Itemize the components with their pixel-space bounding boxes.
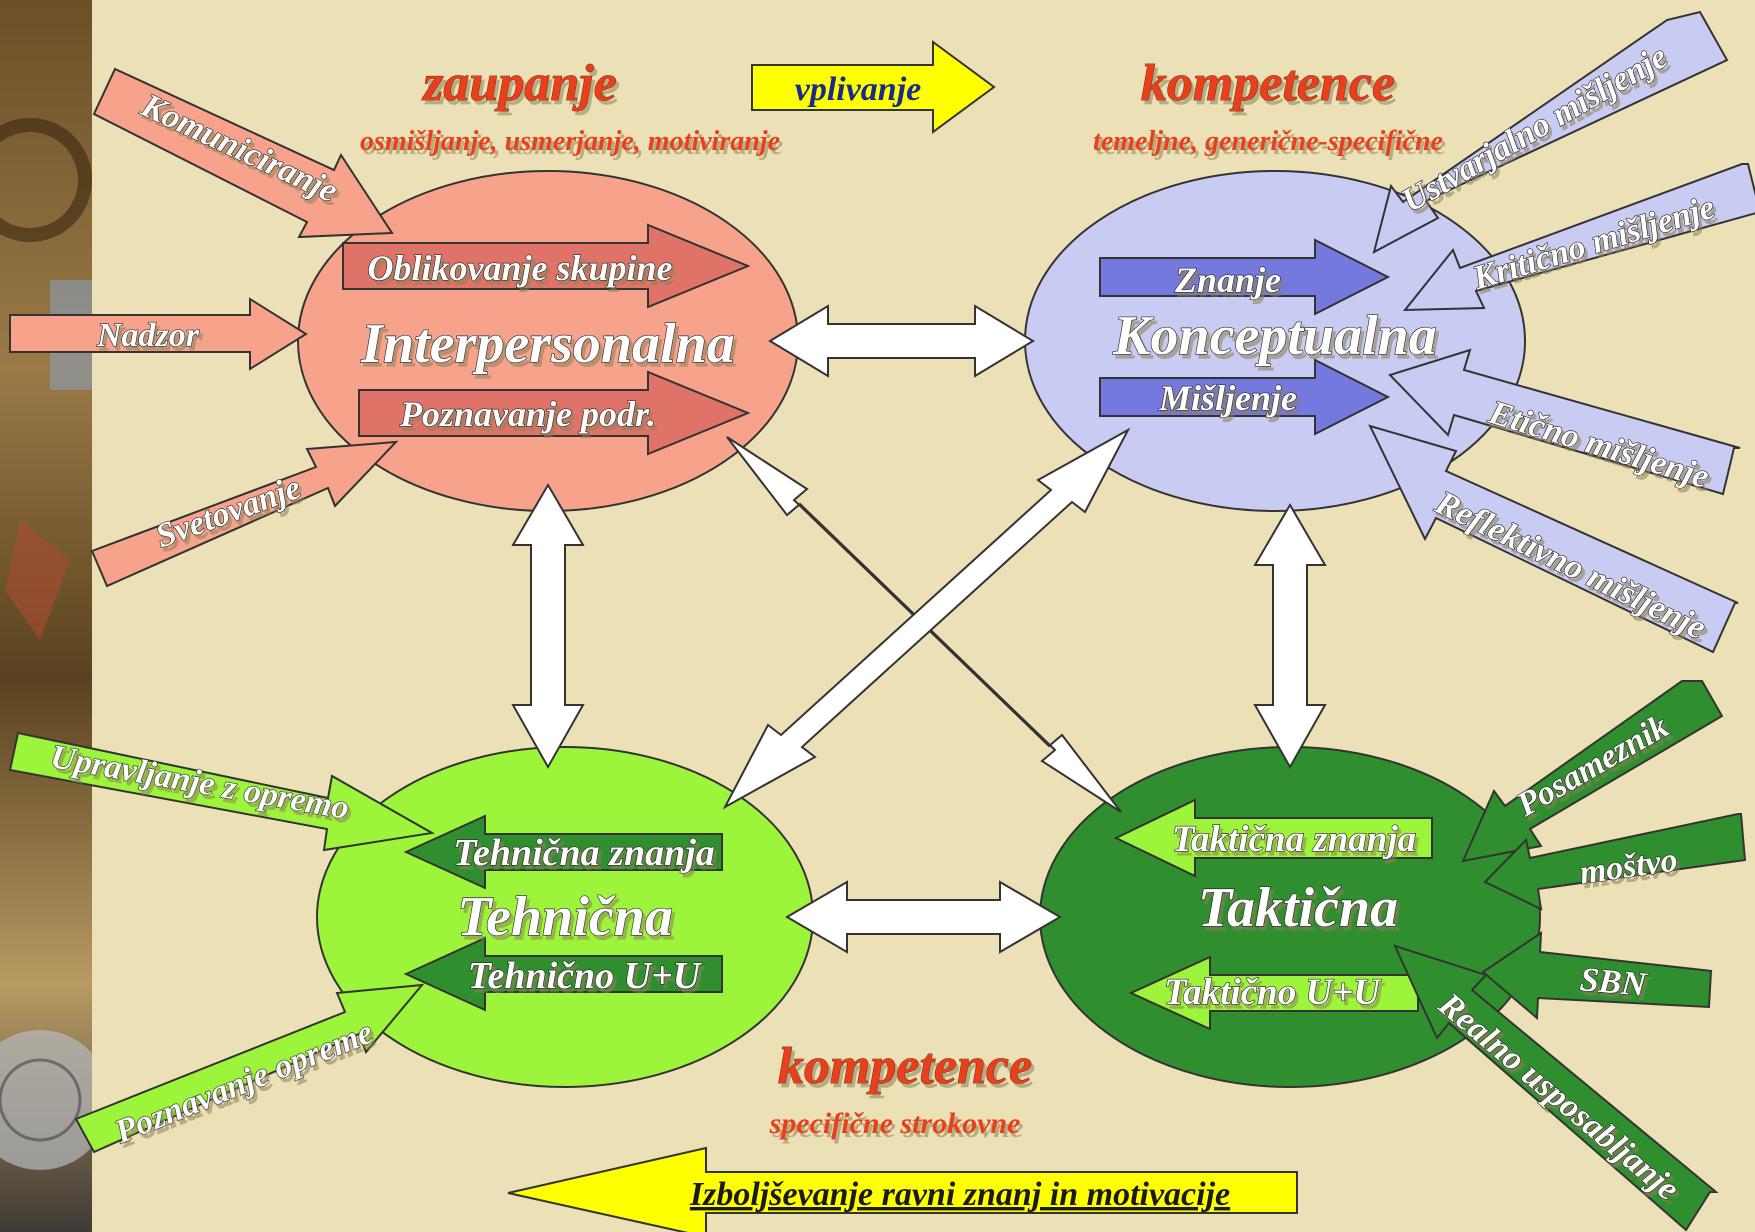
input-label-sbn: SBN xyxy=(1578,961,1649,1004)
tactical-inner-arrow-top xyxy=(1113,798,1433,878)
input-arrow-ustvarjalno xyxy=(1372,10,1729,254)
input-arrow-mostvo xyxy=(1483,813,1747,911)
double-arrow-interpersonal-conceptual xyxy=(768,304,1035,378)
technical-inner-arrow-bottom xyxy=(403,936,723,1012)
input-arrow-upravljanje xyxy=(8,731,435,852)
interpersonal-inner-arrow-top xyxy=(342,223,751,309)
header-left-title: zaupanje xyxy=(421,55,617,112)
input-label-reflektivno: Reflektivno mišljenje xyxy=(1429,484,1712,647)
input-label-poznavanje-opreme: Poznavanje opreme xyxy=(109,1014,379,1152)
input-label-svetovanje: Svetovanje xyxy=(151,469,306,555)
input-arrow-nadzor xyxy=(9,297,308,371)
input-arrow-realno-usposabljanje xyxy=(1393,944,1719,1232)
double-arrow-conceptual-tactical xyxy=(1253,503,1327,770)
input-arrow-kriticno xyxy=(1402,163,1755,312)
conceptual-inner-top-label: Znanje xyxy=(1174,260,1281,300)
decorative-photo-strip xyxy=(0,0,92,1232)
conceptual-title: Konceptualna xyxy=(1112,305,1437,367)
input-label-nadzor: Nadzor xyxy=(96,317,200,354)
input-arrow-eticno xyxy=(1388,348,1741,496)
improvement-arrow-label: Izboljševanje ravni znanj in motivacije xyxy=(689,1176,1230,1213)
conceptual-inner-arrow-top xyxy=(1099,238,1391,316)
technical-title: Tehnična xyxy=(457,886,673,948)
interpersonal-inner-bottom-label: Poznavanje podr. xyxy=(399,394,656,434)
footer-title: kompetence xyxy=(778,1038,1032,1095)
input-arrow-svetovanje xyxy=(90,440,399,588)
input-arrow-reflektivno xyxy=(1368,424,1739,654)
interpersonal-inner-arrow-bottom xyxy=(358,370,751,456)
technical-inner-bottom-label: Tehnično U+U xyxy=(468,955,703,997)
tactical-title: Taktična xyxy=(1198,877,1398,939)
header-left-subtitle: osmišljanje, usmerjanje, motiviranje xyxy=(360,126,780,157)
double-arrow-interpersonal-technical xyxy=(511,483,585,770)
influence-arrow-label: vplivanje xyxy=(795,71,922,108)
conceptual-inner-arrow-bottom xyxy=(1099,358,1391,436)
interpersonal-title: Interpersonalna xyxy=(360,313,734,375)
input-arrow-poznavanje-opreme xyxy=(74,983,425,1154)
input-label-realno-usposabljanje: Realno usposabljanje xyxy=(1431,985,1686,1208)
improvement-arrow xyxy=(507,1146,1298,1232)
conceptual-inner-bottom-label: Mišljenje xyxy=(1158,378,1297,418)
footer-subtitle: specifične strokovne xyxy=(769,1107,1021,1140)
interpersonal-inner-top-label: Oblikovanje skupine xyxy=(367,248,672,288)
header-right-subtitle: temeljne, generične-specifične xyxy=(1093,126,1443,157)
input-arrow-posameznik xyxy=(1461,680,1724,863)
technical-inner-arrow-top xyxy=(403,814,723,890)
tactical-inner-bottom-label: Taktično U+U xyxy=(1164,972,1382,1013)
input-arrow-sbn xyxy=(1481,931,1713,1021)
tactical-inner-arrow-bottom xyxy=(1128,955,1419,1031)
input-label-upravljanje: Upravljanje z opremo xyxy=(48,738,352,827)
double-arrow-technical-tactical xyxy=(785,880,1062,954)
input-label-posameznik: Posameznik xyxy=(1510,708,1675,825)
tactical-inner-top-label: Taktična znanja xyxy=(1172,819,1416,860)
input-arrow-komuniciranje xyxy=(92,67,394,239)
double-arrow-conceptual-technical xyxy=(722,427,1131,810)
influence-arrow xyxy=(751,40,996,134)
header-right-title: kompetence xyxy=(1141,55,1395,112)
technical-inner-top-label: Tehnična znanja xyxy=(453,832,715,874)
input-label-kriticno: Kritično mišljenje xyxy=(1468,189,1719,298)
